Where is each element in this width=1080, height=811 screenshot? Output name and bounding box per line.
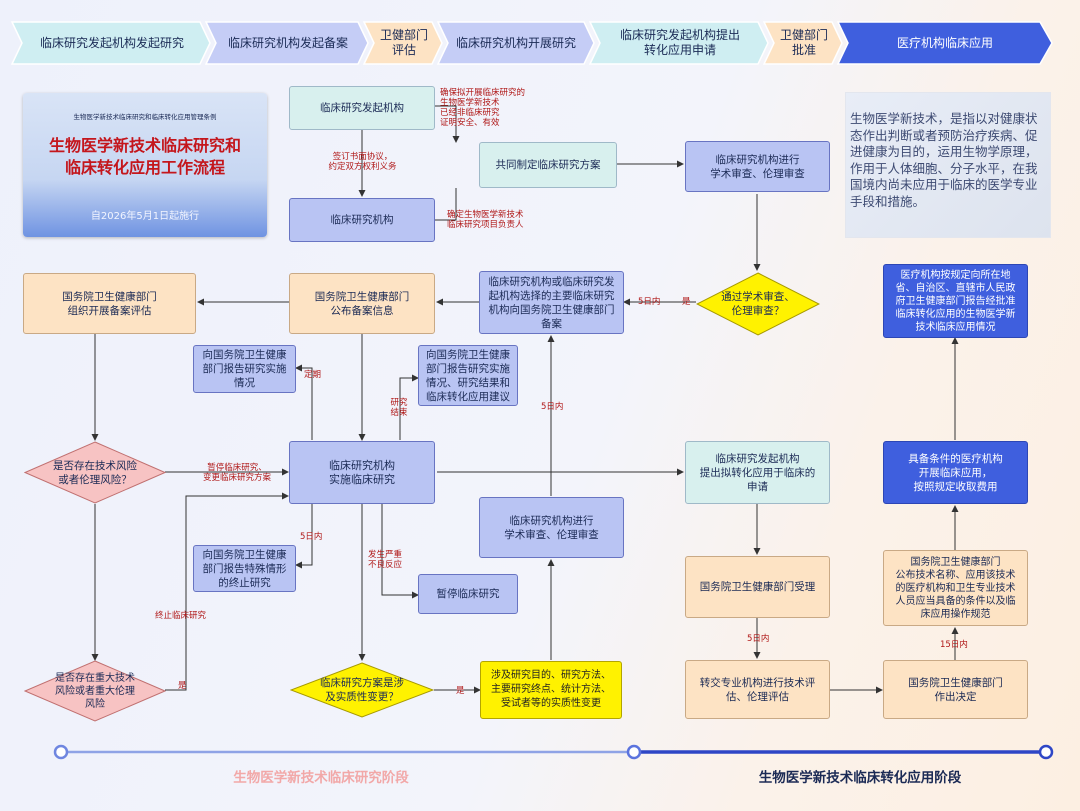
box-institution: 临床研究机构 [289,198,435,242]
box-report-final: 向国务院卫生健康 部门报告研究实施 情况、研究结果和 临床转化应用建议 [418,345,518,406]
timeline-node-start [53,744,69,760]
diamond-tech-risk: 是否存在技术风险 或者伦理风险？ [24,441,166,504]
diamond-pass-review: 通过学术审查、 伦理审查？ [696,272,820,336]
note-five-days-d: 5日内 [747,634,770,644]
connector-majorrisk-implement [165,492,289,691]
phase-timeline [53,744,1054,760]
box-report-periodic: 向国务院卫生健康 部门报告研究实施 情况 [193,345,296,393]
note-regular: 定期 [304,370,322,380]
stage-arrow-4 [436,21,595,65]
box-implement: 临床研究机构 实施临床研究 [289,441,435,504]
phase-translation-label: 生物医学新技术临床转化应用阶段 [758,770,962,786]
note-five-days-b: 5日内 [541,402,564,412]
box-review1: 临床研究机构进行 学术审查、伦理审查 [685,141,830,192]
stage-arrow-2 [204,21,369,65]
box-expert-eval: 转交专业机构进行技术评 估、伦理评估 [685,660,830,719]
note-sponsor-duty: 确保拟开展临床研究的 生物医学新技术 已经非临床研究 证明安全、有效 [440,88,526,128]
box-pause: 暂停临床研究 [418,574,518,614]
stage-7-label: 医疗机构临床应用 [896,35,993,50]
note-yes-a: 是 [682,297,691,307]
box-nhc-evaluate: 国务院卫生健康部门 组织开展备案评估 [23,273,196,334]
stage-bar: 临床研究发起机构发起研究 临床研究机构发起备案 卫健部门 评估 临床研究机构开展… [0,0,1080,70]
connector-institution-plan [435,188,457,221]
stage-3-label: 卫健部门 评估 [379,28,428,57]
title-card-header: 生物医学新技术临床研究和临床转化应用管理条例 [73,113,217,121]
note-five-days-c: 5日内 [300,532,323,542]
note-yes-c: 是 [456,686,465,696]
box-co-plan: 共同制定临床研究方案 [479,142,617,188]
box-substantive: 涉及研究目的、研究方法、 主要研究终点、统计方法、 受试者等的实质性变更 [480,661,622,719]
connector-implement-report-final [399,374,419,440]
note-fifteen-days: 15日内 [940,640,968,650]
diamond-plan-change-label: 临床研究方案是涉 及实质性变更？ [320,677,404,703]
stage-4-label: 临床研究机构开展研究 [455,35,576,50]
diamond-tech-risk-shape [24,441,166,504]
stage-1-label: 临床研究发起机构发起研究 [39,35,184,50]
note-yes-b: 是 [178,681,187,691]
diamond-plan-change-shape [290,662,434,718]
title-card: 生物医学新技术临床研究和临床转化应用管理条例 生物医学新技术临床研究和 临床转化… [23,93,267,237]
box-nhc-decide: 国务院卫生健康部门 作出决定 [883,660,1028,719]
box-qualified: 具备条件的医疗机构 开展临床应用， 按照规定收取费用 [883,441,1028,504]
stage-arrow-7 [836,21,1053,65]
diamond-major-risk: 是否存在重大技术 风险或者重大伦理 风险 [24,660,166,722]
stage-2-label: 临床研究机构发起备案 [227,35,348,50]
connector-implement-pause [381,504,419,599]
diamond-pass-review-shape [696,272,820,336]
phase-research-label: 生物医学新技术临床研究阶段 [233,770,409,786]
note-severe: 发生严重 不良反应 [368,550,403,570]
title-card-title: 生物医学新技术临床研究和 临床转化应用工作流程 [48,136,241,177]
box-nhc-publish-tech: 国务院卫生健康部门 公布技术名称、应用该技术 的医疗机构和卫生专业技术 人员应当… [883,550,1028,626]
stage-arrow-3 [362,21,443,65]
note-five-days-a: 5日内 [638,297,661,307]
box-sponsor: 临床研究发起机构 [289,86,435,130]
connector-implement-report-special [295,504,313,569]
diamond-major-risk-label: 是否存在重大技术 风险或者重大伦理 风险 [55,672,135,710]
note-responsible: 确定生物医学新技术 临床研究项目负责人 [447,210,524,230]
diamond-major-risk-shape [24,660,166,722]
timeline-node-end [1038,744,1054,760]
title-card-date: 自2026年5月1日起施行 [90,211,200,222]
stage-arrow-6 [762,21,843,65]
definition-card: 生物医学新技术，是指以对健康状态作出判断或者预防治疗疾病、促进健康为目的，运用生… [846,93,1050,237]
connector-sponsor-plan [435,105,460,143]
box-report-local: 医疗机构按规定向所在地 省、自治区、直辖市人民政 府卫生健康部门报告经批准 临床… [883,264,1028,338]
box-nhc-publish: 国务院卫生健康部门 公布备案信息 [289,273,435,334]
box-review2: 临床研究机构进行 学术审查、伦理审查 [479,497,624,558]
timeline-node-mid [626,744,642,760]
stage-5-label: 临床研究发起机构提出 转化应用申请 [619,28,740,57]
note-finished: 研究 结束 [390,398,408,418]
note-agreement: 签订书面协议， 约定双方权利义务 [328,152,397,172]
connector-implement-report-periodic [295,364,313,440]
stage-arrows [10,21,1053,65]
note-pause-change: 暂停临床研究、 变更临床研究方案 [202,463,271,483]
box-nhc-accept: 国务院卫生健康部门受理 [685,556,830,618]
box-filing: 临床研究机构或临床研究发 起机构选择的主要临床研究 机构向国务院卫生健康部门 备… [479,271,624,334]
diamond-pass-review-label: 通过学术审查、 伦理审查？ [721,291,795,317]
stage-arrow-5 [588,21,769,65]
diamond-tech-risk-label: 是否存在技术风险 或者伦理风险？ [53,459,137,486]
definition-text: 生物医学新技术，是指以对健康状态作出判断或者预防治疗疾病、促进健康为目的，运用生… [850,111,1038,209]
note-terminate: 终止临床研究 [155,611,207,621]
diamond-plan-change: 临床研究方案是涉 及实质性变更？ [290,662,434,718]
stage-6-label: 卫健部门 批准 [779,28,828,57]
box-apply: 临床研究发起机构 提出拟转化应用于临床的 申请 [685,441,830,504]
box-report-special: 向国务院卫生健康 部门报告特殊情形 的终止研究 [193,545,296,592]
stage-arrow-1 [10,21,211,65]
